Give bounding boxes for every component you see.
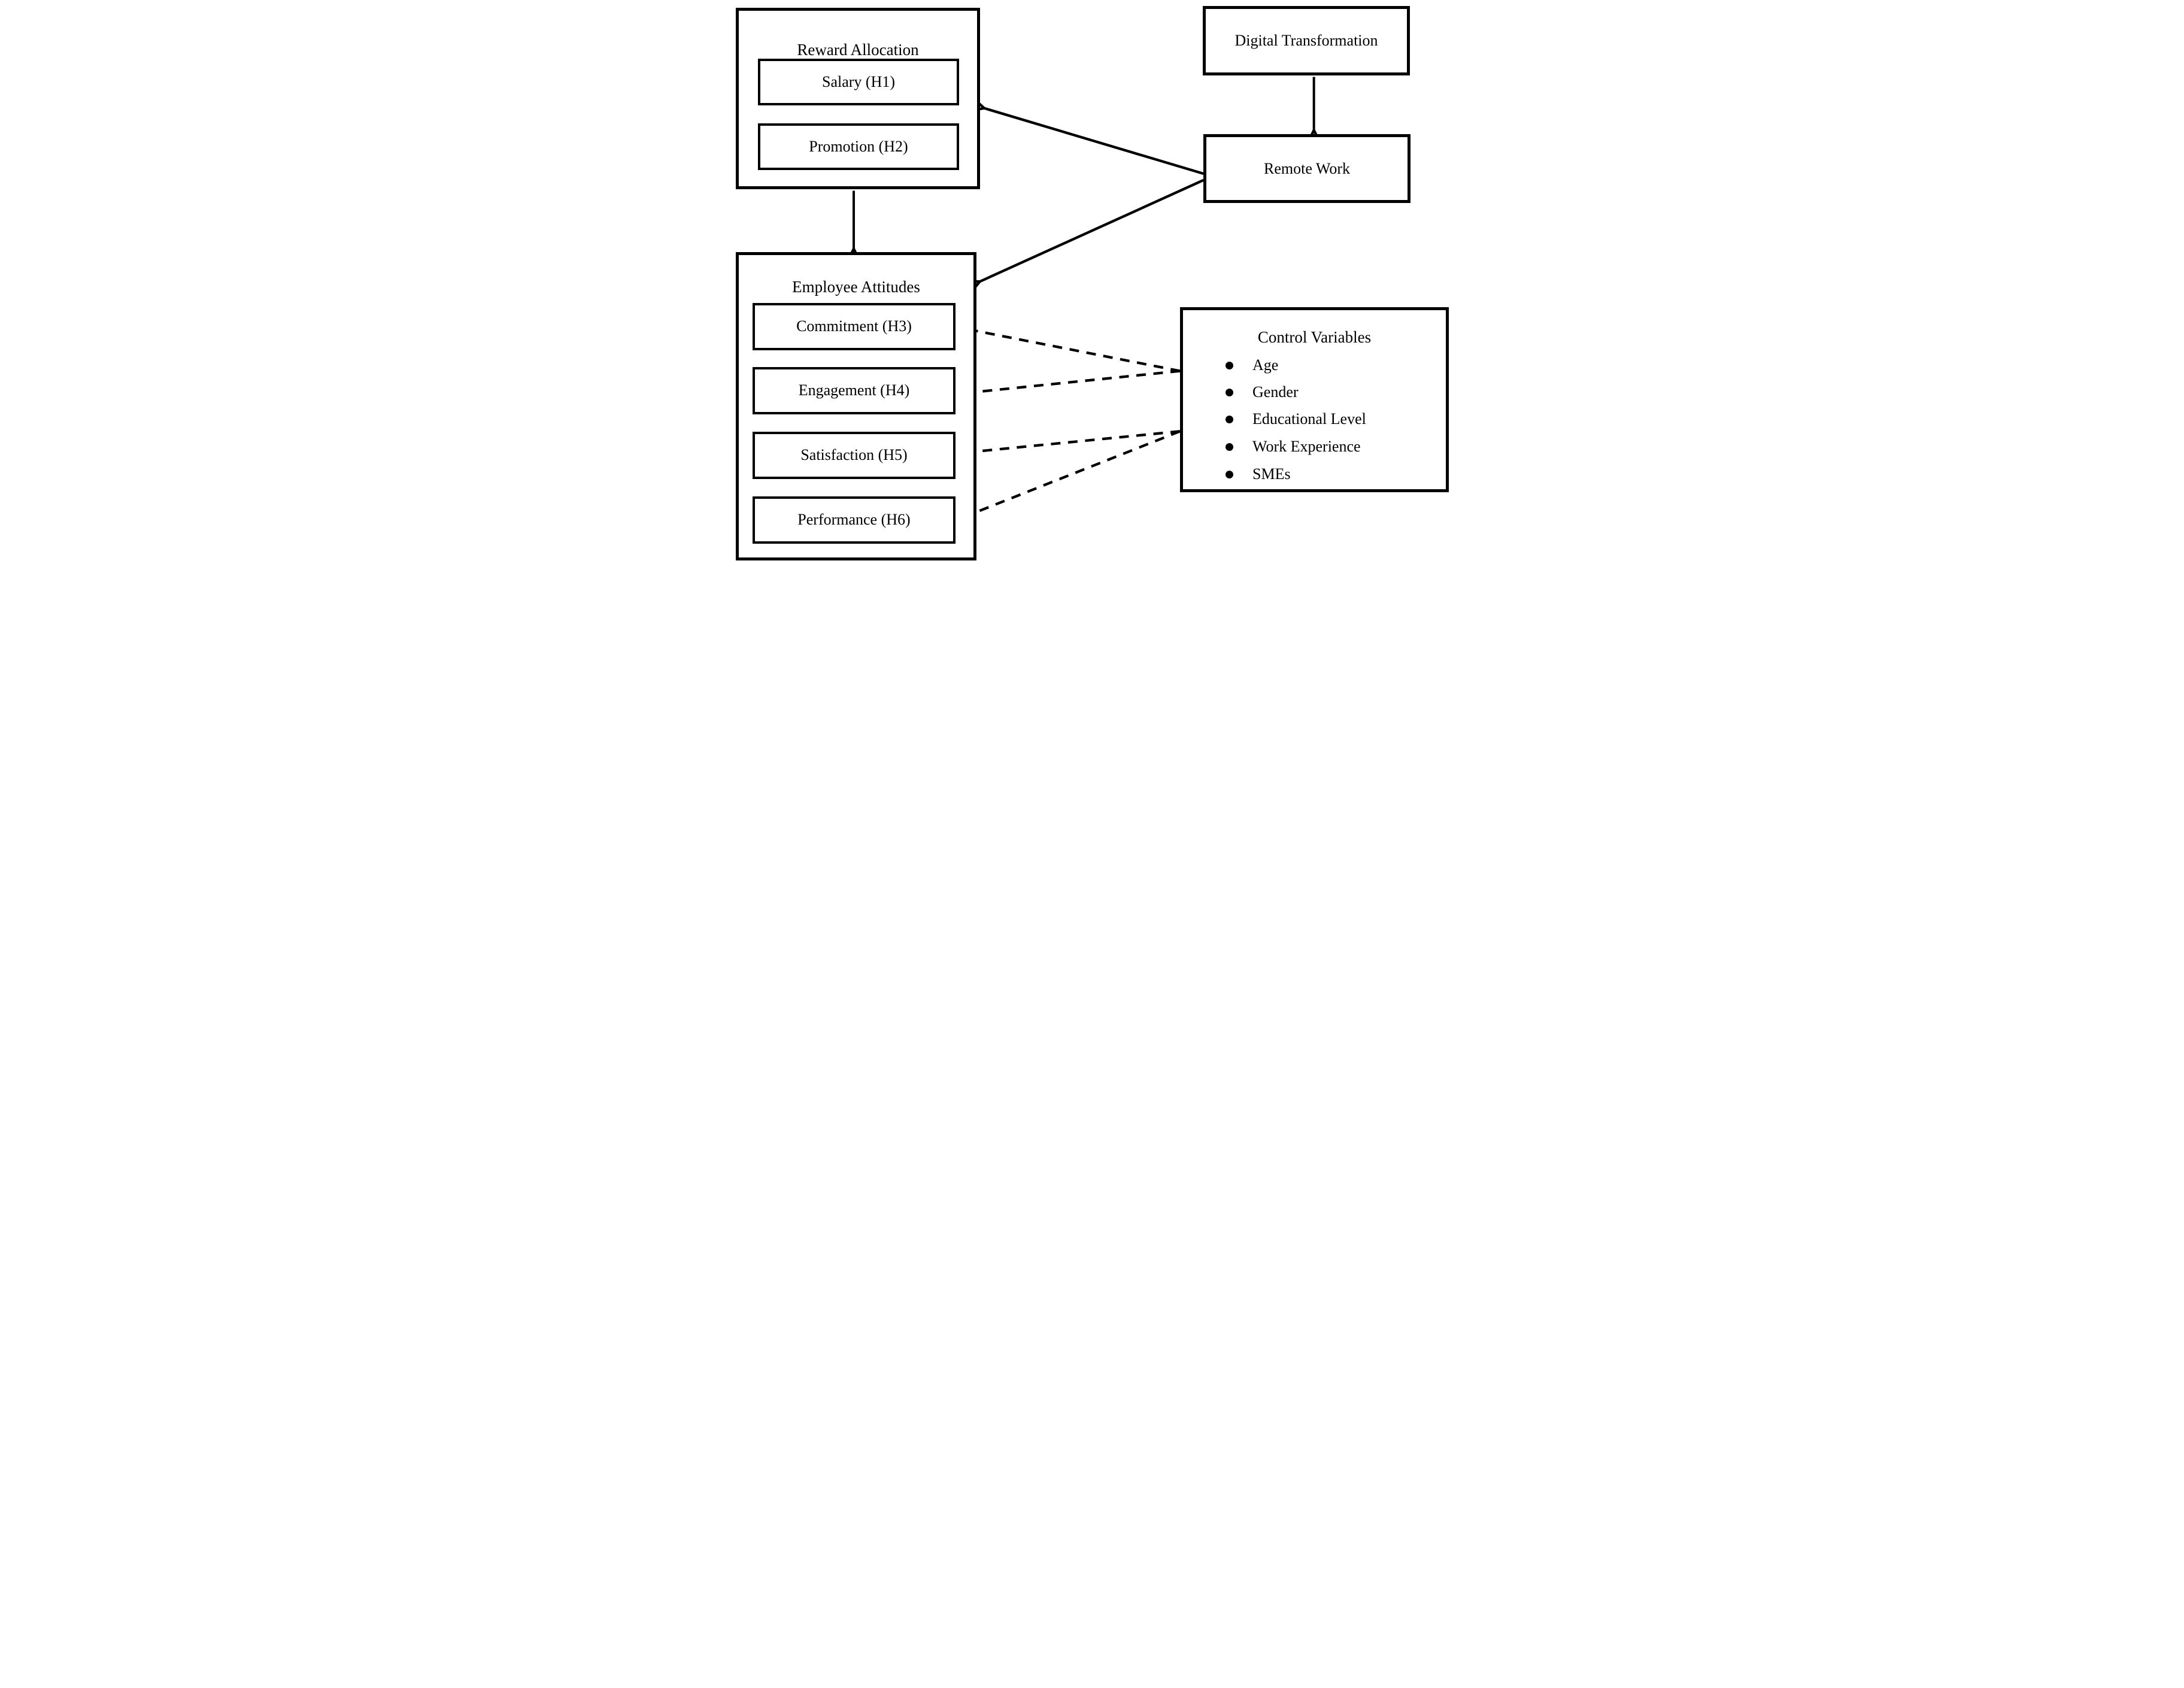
employee-attitudes-title: Employee Attitudes	[792, 278, 920, 296]
control-variable-item-smes: SMEs	[1226, 465, 1291, 483]
control-variable-label: Age	[1252, 356, 1279, 374]
bullet-icon	[1226, 415, 1233, 423]
bullet-icon	[1226, 361, 1233, 369]
control-variable-label: Work Experience	[1252, 438, 1361, 455]
satisfaction-label: Satisfaction (H5)	[800, 446, 908, 463]
control-variable-item-work-experience: Work Experience	[1226, 438, 1361, 456]
control-variable-item-educational-level: Educational Level	[1226, 410, 1366, 428]
engagement-box	[753, 367, 956, 414]
control-variable-label: Gender	[1252, 383, 1299, 401]
commitment-label: Commitment (H3)	[796, 317, 912, 335]
promotion-label: Promotion (H2)	[809, 138, 908, 155]
engagement-label: Engagement (H4)	[798, 381, 910, 399]
remote-work-label: Remote Work	[1263, 160, 1350, 177]
dashed-arrow-control-variables-to-commitment	[958, 328, 1181, 372]
performance-box	[753, 496, 956, 544]
arrow-remote-work-to-employee-attitudes	[980, 178, 1205, 281]
reward-allocation-title: Reward Allocation	[797, 41, 919, 59]
dashed-arrow-control-variables-to-engagement	[958, 369, 1181, 394]
control-variable-item-age: Age	[1226, 356, 1278, 374]
digital-transformation-box	[1203, 6, 1410, 75]
remote-work-box	[1203, 134, 1410, 203]
control-variable-item-gender: Gender	[1226, 383, 1299, 401]
dashed-arrow-control-variables-to-performance	[958, 430, 1181, 519]
dashed-arrow-control-variables-to-satisfaction	[958, 430, 1181, 453]
performance-label: Performance (H6)	[797, 511, 911, 528]
commitment-box	[753, 303, 956, 350]
bullet-icon	[1226, 443, 1233, 451]
salary-box	[758, 59, 959, 105]
control-variable-label: SMEs	[1252, 465, 1291, 483]
promotion-box	[758, 123, 959, 170]
control-variable-label: Educational Level	[1252, 410, 1366, 428]
satisfaction-box	[753, 432, 956, 479]
digital-transformation-label: Digital Transformation	[1234, 32, 1378, 49]
salary-label: Salary (H1)	[821, 73, 895, 90]
arrow-remote-work-to-reward-allocation	[984, 108, 1204, 175]
control-variables-box	[1180, 307, 1449, 492]
diagram-canvas: Reward Allocation Salary (H1) Promotion …	[728, 0, 1456, 563]
control-variables-title: Control Variables	[1257, 328, 1372, 346]
bullet-icon	[1226, 388, 1233, 396]
bullet-icon	[1226, 470, 1233, 478]
